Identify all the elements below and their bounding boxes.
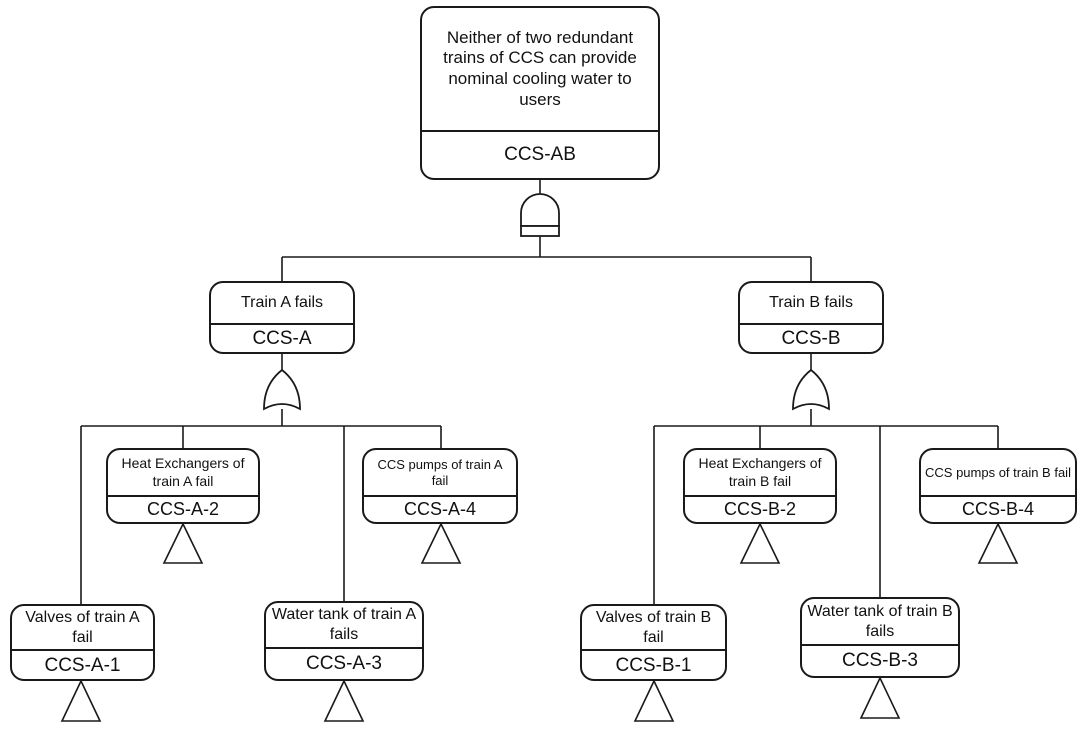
event-code: CCS-A-3 [266, 647, 422, 679]
event-description: CCS pumps of train B fail [925, 464, 1071, 480]
event-box-ccs-b-4: CCS pumps of train B fail CCS-B-4 [919, 448, 1077, 524]
transfer-triangle-ccs-b-1 [633, 679, 675, 722]
event-description: Heat Exchangers of train B fail [698, 455, 822, 489]
event-description: Heat Exchangers of train A fail [121, 455, 245, 489]
top-event-code: CCS-AB [422, 130, 658, 178]
transfer-triangle-ccs-a-1 [60, 679, 102, 722]
event-code: CCS-B-4 [921, 495, 1075, 522]
event-box-ccs-b-3: Water tank of train B fails CCS-B-3 [800, 597, 960, 678]
event-code: CCS-B-1 [582, 649, 725, 679]
event-description: Valves of train B fail [595, 609, 712, 646]
train-a-description: Train A fails [240, 294, 324, 312]
top-event-box: Neither of two redundant trains of CCS c… [420, 6, 660, 180]
event-code: CCS-B-3 [802, 644, 958, 676]
or-gate-train-b [792, 368, 830, 411]
transfer-triangle-ccs-a-2 [162, 522, 204, 564]
event-box-ccs-a-3: Water tank of train A fails CCS-A-3 [264, 601, 424, 681]
train-a-box: Train A fails CCS-A [209, 281, 355, 354]
train-b-code: CCS-B [740, 323, 882, 352]
train-a-code: CCS-A [211, 323, 353, 352]
event-description: Water tank of train B fails [807, 602, 953, 640]
transfer-triangle-ccs-b-4 [977, 522, 1019, 564]
top-event-description: Neither of two redundant trains of CCS c… [443, 27, 637, 109]
event-box-ccs-a-4: CCS pumps of train A fail CCS-A-4 [362, 448, 518, 524]
transfer-triangle-ccs-a-3 [323, 679, 365, 722]
event-description: Valves of train A fail [25, 609, 140, 646]
event-description: CCS pumps of train A fail [377, 456, 503, 488]
train-b-box: Train B fails CCS-B [738, 281, 884, 354]
train-b-description: Train B fails [769, 294, 853, 312]
and-gate-body [520, 193, 560, 227]
event-description: Water tank of train A fails [271, 606, 417, 643]
event-code: CCS-A-1 [12, 649, 153, 679]
event-box-ccs-b-1: Valves of train B fail CCS-B-1 [580, 604, 727, 681]
event-code: CCS-B-2 [685, 495, 835, 522]
or-gate-train-a [263, 368, 301, 411]
event-box-ccs-a-1: Valves of train A fail CCS-A-1 [10, 604, 155, 681]
transfer-triangle-ccs-b-2 [739, 522, 781, 564]
transfer-triangle-ccs-a-4 [420, 522, 462, 564]
event-box-ccs-b-2: Heat Exchangers of train B fail CCS-B-2 [683, 448, 837, 524]
event-box-ccs-a-2: Heat Exchangers of train A fail CCS-A-2 [106, 448, 260, 524]
connector-lines [80, 180, 999, 604]
and-gate [520, 193, 560, 237]
event-code: CCS-A-4 [364, 495, 516, 522]
transfer-triangle-ccs-b-3 [859, 676, 901, 719]
event-code: CCS-A-2 [108, 495, 258, 522]
and-gate-base [520, 225, 560, 237]
